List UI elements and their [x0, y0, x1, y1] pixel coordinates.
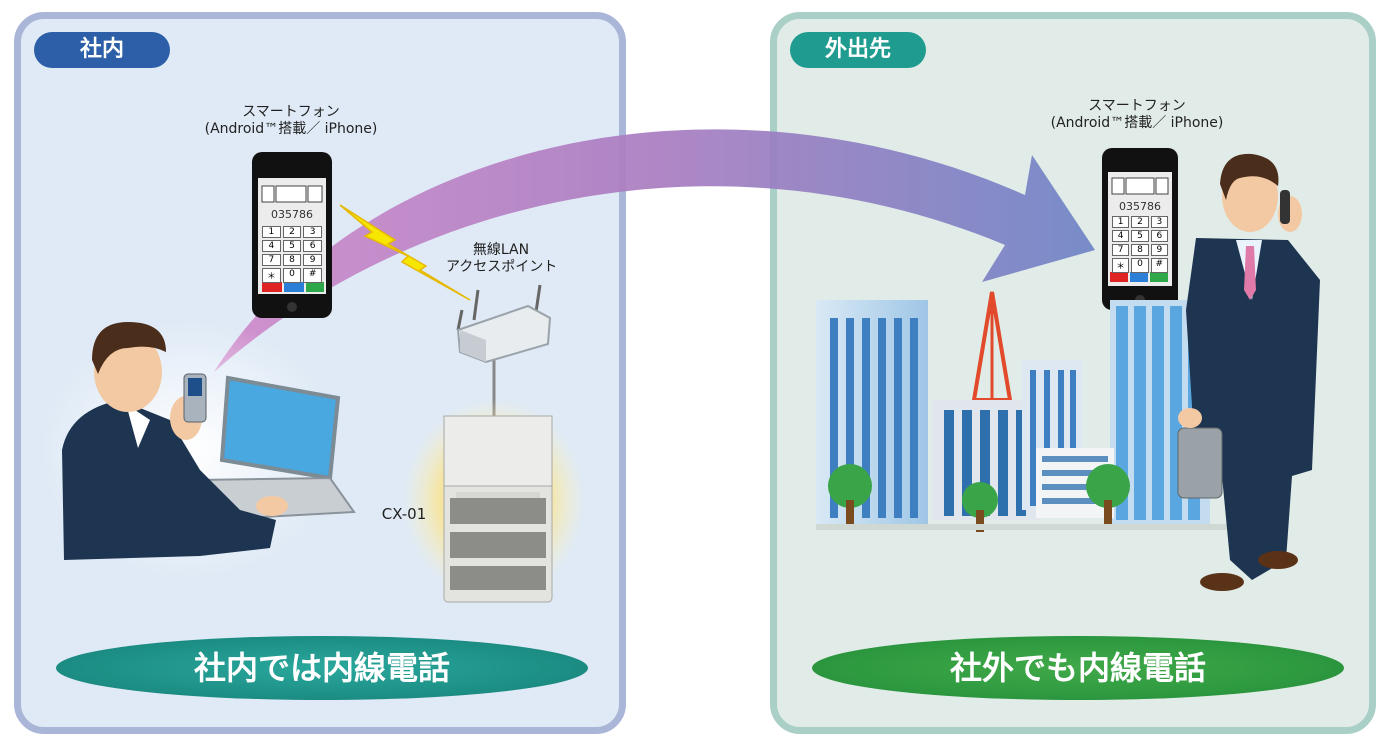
- right-phone-keypad: 1 2 3 4 5 6 7 8 9 ＊ 0 #: [1112, 216, 1168, 273]
- left-phone-keypad: 1 2 3 4 5 6 7 8 9 ＊ 0 #: [262, 226, 322, 283]
- pbx-unit-icon: [443, 415, 553, 603]
- city-buildings-illustration: [816, 291, 1228, 532]
- office-banner: 社内では内線電話: [56, 636, 588, 700]
- key: 9: [303, 254, 322, 266]
- pbx-label: CX-01: [381, 505, 427, 523]
- key: 3: [303, 226, 322, 238]
- key: 9: [1150, 244, 1168, 256]
- key: 5: [282, 240, 302, 252]
- wireless-signal: [339, 204, 471, 301]
- key: 8: [1131, 244, 1149, 256]
- key: 6: [1150, 230, 1168, 242]
- key: #: [303, 268, 322, 283]
- key: 5: [1131, 230, 1149, 242]
- key: 7: [262, 254, 281, 266]
- key: ＊: [1112, 258, 1130, 273]
- key: 2: [1131, 216, 1149, 228]
- key: 4: [1112, 230, 1130, 242]
- office-tag: 社内: [34, 32, 170, 68]
- key: 1: [1112, 216, 1130, 228]
- key: 3: [1150, 216, 1168, 228]
- key: 1: [262, 226, 281, 238]
- left-phone-number: 035786: [271, 208, 313, 221]
- right-phone-number: 035786: [1119, 200, 1161, 213]
- right-phone-label-line1: スマートフォン: [1088, 98, 1186, 114]
- access-point-label-line1: 無線LAN: [472, 242, 530, 258]
- key: 0: [282, 268, 302, 283]
- key: 7: [1112, 244, 1130, 256]
- outside-tag: 外出先: [790, 32, 926, 68]
- right-phone-label: スマートフォン (Android™搭載／ iPhone): [1042, 98, 1232, 132]
- office-worker-illustration: [62, 322, 356, 560]
- key: 6: [303, 240, 322, 252]
- left-phone-label: スマートフォン (Android™搭載／ iPhone): [196, 104, 386, 138]
- businessman-illustration: [1177, 153, 1320, 591]
- key: 4: [262, 240, 281, 252]
- left-phone-label-line1: スマートフォン: [242, 104, 340, 120]
- access-point-label-line2: アクセスポイント: [446, 259, 558, 275]
- outside-banner: 社外でも内線電話: [812, 636, 1344, 700]
- key: ＊: [262, 268, 281, 283]
- key: 0: [1131, 258, 1149, 273]
- connection-arrow: [214, 129, 1095, 372]
- key: 8: [282, 254, 302, 266]
- left-phone-label-line2: (Android™搭載／ iPhone): [204, 121, 378, 137]
- key: 2: [282, 226, 302, 238]
- access-point-label: 無線LAN アクセスポイント: [446, 242, 558, 276]
- access-point-icon: [456, 284, 552, 364]
- right-phone-label-line2: (Android™搭載／ iPhone): [1050, 115, 1224, 131]
- key: #: [1150, 258, 1168, 273]
